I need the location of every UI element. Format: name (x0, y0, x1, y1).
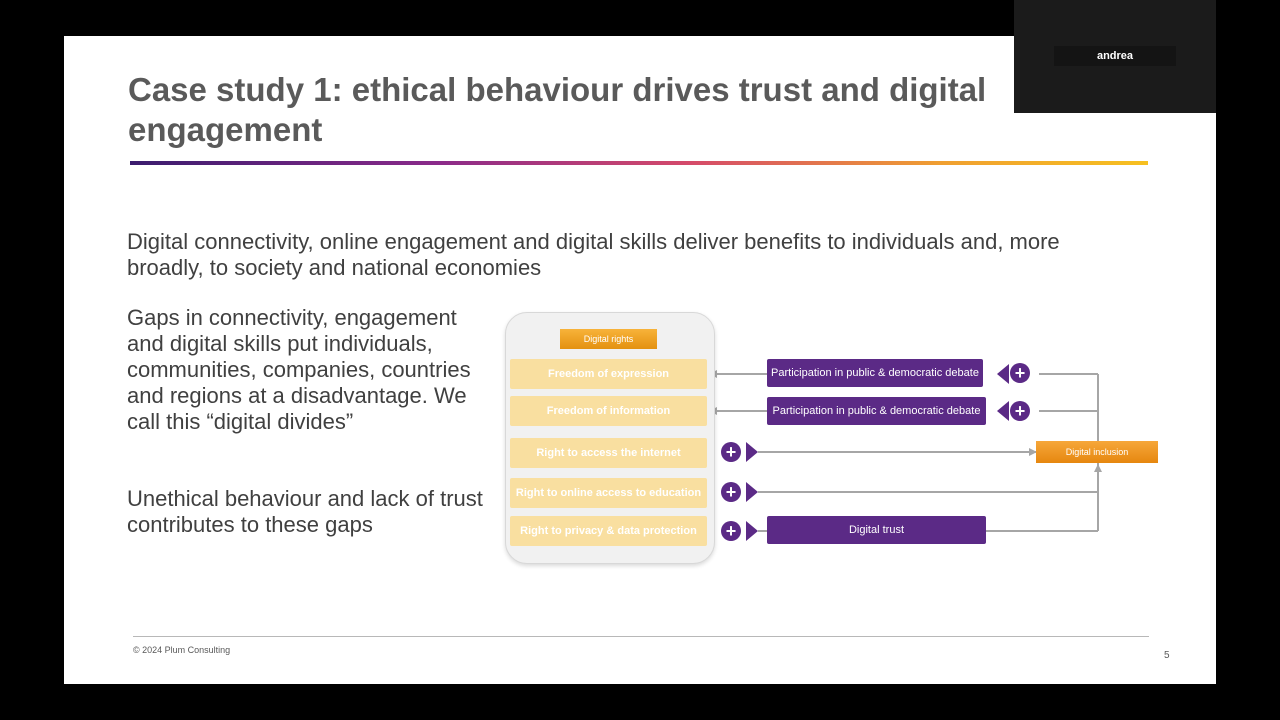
diagram-connector-lines (709, 364, 1102, 541)
digital-trust-box: Digital trust (767, 516, 986, 544)
plus-icon: + (1010, 401, 1030, 421)
participant-name-label: andrea (1054, 46, 1176, 66)
participation-box-2: Participation in public & democratic deb… (767, 397, 986, 425)
plus-icon: + (721, 482, 741, 502)
right-privacy-data-protection: Right to privacy & data protection (510, 516, 707, 546)
title-gradient-rule (130, 161, 1148, 165)
digital-rights-label: Digital rights (560, 329, 657, 349)
plus-icon: + (1010, 363, 1030, 383)
copyright-footer: © 2024 Plum Consulting (133, 645, 231, 655)
participant-video-tile[interactable]: andrea (1014, 0, 1216, 113)
digital-inclusion-box: Digital inclusion (1036, 441, 1158, 463)
slide-title: Case study 1: ethical behaviour drives t… (128, 71, 987, 148)
plus-icon: + (721, 521, 741, 541)
slide-page-number: 5 (1164, 650, 1170, 661)
participation-box-1: Participation in public & democratic deb… (767, 359, 983, 387)
unethical-behaviour-paragraph: Unethical behaviour and lack of trust co… (127, 486, 483, 537)
footer-rule (133, 636, 1149, 637)
plus-icon: + (721, 442, 741, 462)
digital-rights-diagram: Digital rights Freedom of expression Fre… (64, 36, 1216, 684)
presentation-slide: Case study 1: ethical behaviour drives t… (64, 36, 1216, 684)
digital-divides-paragraph: Gaps in connectivity, engagement and dig… (127, 305, 471, 434)
intro-paragraph: Digital connectivity, online engagement … (127, 229, 1060, 280)
right-freedom-of-expression: Freedom of expression (510, 359, 707, 389)
right-online-education: Right to online access to education (510, 478, 707, 508)
right-freedom-of-information: Freedom of information (510, 396, 707, 426)
right-access-internet: Right to access the internet (510, 438, 707, 468)
